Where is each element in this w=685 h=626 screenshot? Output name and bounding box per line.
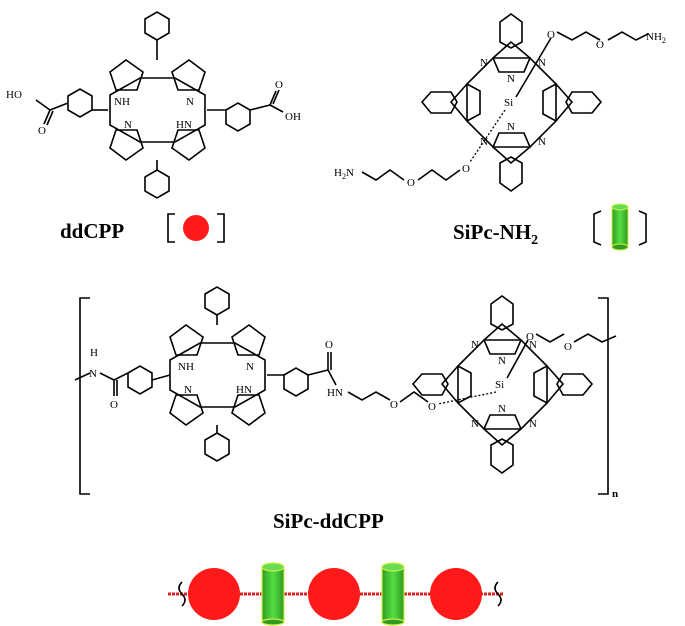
atom-hn: HN [176,119,192,131]
benzo-ring [490,295,514,331]
phenyl-ring [204,286,230,316]
benzo-ring [411,373,449,396]
red-sphere-icon [183,215,209,241]
phenyl-ring [225,102,251,132]
atom-n: N [507,73,515,85]
benzo-ring [499,156,523,192]
left-bracket [593,210,602,246]
ddcpp-label: ddCPP [60,219,124,243]
atom-o: O [428,401,436,413]
green-disk-icon [611,203,629,251]
atom-n: N [529,339,537,351]
red-sphere-icon [188,568,240,620]
sipc-nh2-symbol [593,203,647,251]
right-bracket [217,213,225,243]
phenyl-ring [127,365,153,395]
green-disk-icon [261,562,285,626]
phenyl-ring [67,88,93,118]
atom-h: H [90,347,98,359]
benzo-ring [565,91,603,114]
isoindole-ring [542,82,574,123]
atom-o: O [547,29,555,41]
benzo-ring [556,373,594,396]
atom-ho: HO [6,89,22,101]
atom-nh: NH [114,96,130,108]
atom-si: Si [504,97,513,109]
pyrrole-ring [231,324,266,356]
repeat-n: n [612,488,618,500]
repeat-bracket-left [79,297,90,495]
ddcpp-structure: NH N N HN HO O O OH [6,11,301,199]
atom-nh2: NH2 [646,31,666,45]
isoindole-ring [483,414,522,447]
left-bracket [167,213,175,243]
phenyl-ring [144,11,170,41]
atom-n: N [538,136,546,148]
benzo-ring [420,91,458,114]
break-symbol-right [494,581,502,607]
polymer-schematic [168,562,504,626]
atom-o: O [526,331,534,343]
atom-n: N [124,119,132,131]
atom-hn: HN [327,387,343,399]
pyrrole-ring [109,59,144,91]
red-sphere-icon [308,568,360,620]
atom-n: N [471,418,479,430]
atom-nh: NH [178,361,194,373]
break-symbol-left [178,581,186,607]
benzo-ring [490,438,514,474]
atom-n: N [529,418,537,430]
sipc-nh2-structure: N N N N N N Si O O NH2 O O H2N [334,13,666,192]
isoindole-ring [449,82,481,123]
atom-o: O [390,399,398,411]
atom-h2n: H2N [334,167,354,181]
atom-o: O [596,39,604,51]
atom-o: O [38,125,46,137]
isoindole-ring [483,322,522,355]
atom-n: N [498,355,506,367]
atom-n: N [480,57,488,69]
red-sphere-icon [430,568,482,620]
sipc-nh2-label: SiPc-NH2 [453,220,538,248]
pyrrole-ring [169,394,204,426]
atom-o: O [110,399,118,411]
atom-n: N [471,339,479,351]
atom-oh: OH [285,111,301,123]
ddcpp-symbol [167,213,225,243]
atom-n: N [507,121,515,133]
isoindole-ring [492,132,531,165]
atom-n: N [89,368,97,380]
sipc-ddcpp-structure: n N H O NH N N HN O HN [74,286,618,500]
isoindole-ring [533,364,565,405]
atom-n: N [186,96,194,108]
green-disk-icon [381,562,405,626]
phenyl-ring [204,432,230,462]
atom-hn: HN [236,384,252,396]
atom-n: N [480,136,488,148]
benzo-ring [499,13,523,49]
atom-o: O [325,339,333,351]
atom-o: O [407,177,415,189]
phenyl-ring [144,169,170,199]
pyrrole-ring [171,59,206,91]
pyrrole-ring [169,324,204,356]
atom-n: N [246,361,254,373]
right-bracket [638,210,647,246]
pyrrole-ring [109,129,144,161]
isoindole-ring [492,40,531,73]
atom-n: N [498,403,506,415]
atom-o: O [564,341,572,353]
repeat-bracket-right [598,297,609,495]
atom-o: O [462,163,470,175]
atom-n: N [184,384,192,396]
pyrrole-ring [171,129,206,161]
atom-o: O [275,79,283,91]
atom-si: Si [495,379,504,391]
atom-n: N [538,57,546,69]
sipc-ddcpp-label: SiPc-ddCPP [273,509,384,533]
isoindole-ring [440,364,472,405]
pyrrole-ring [231,394,266,426]
phenyl-ring [283,367,309,397]
